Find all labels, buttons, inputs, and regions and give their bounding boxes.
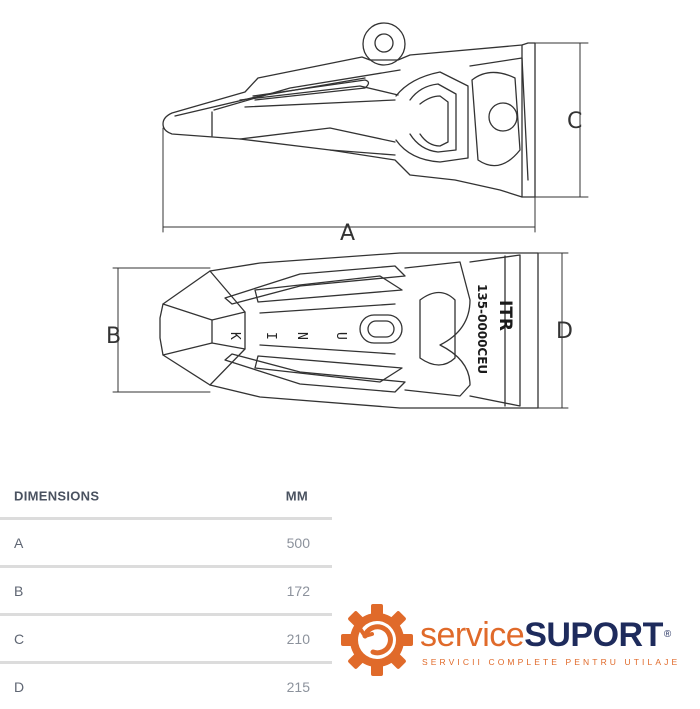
- row-value: 500: [286, 534, 310, 551]
- table-row: A 500: [0, 520, 332, 568]
- cast-letters: U N I K: [227, 332, 348, 340]
- technical-drawing: A B C D ITR 135-0000CEU U N I K: [106, 22, 589, 409]
- registered-mark: ®: [663, 629, 671, 640]
- row-value: 210: [286, 630, 310, 647]
- brand-name-part1: service: [420, 616, 525, 654]
- brand-tagline: SERVICII COMPLETE PENTRU UTILAJE: [422, 657, 681, 667]
- part-number: 135-0000CEU: [475, 284, 489, 374]
- maker-mark: ITR: [495, 300, 515, 331]
- row-value: 172: [286, 582, 310, 599]
- cast-letter: I: [263, 332, 278, 340]
- cast-letter: U: [333, 332, 348, 340]
- table-row: D 215: [0, 664, 332, 709]
- brand-name: serviceSUPORT®: [420, 617, 671, 653]
- header-dimensions: DIMENSIONS: [14, 488, 100, 504]
- dim-label-c: C: [567, 109, 582, 134]
- brand-logo: serviceSUPORT® SERVICII COMPLETE PENTRU …: [340, 603, 690, 693]
- side-view-outline: [162, 22, 589, 233]
- cast-letter: N: [294, 332, 309, 340]
- brand-name-part2: SUPORT: [524, 616, 663, 654]
- row-label: B: [14, 582, 24, 599]
- dimensions-table: DIMENSIONS MM A 500 B 172 C 210 D 215: [0, 475, 332, 709]
- dim-label-a: A: [340, 221, 355, 246]
- dim-label-b: B: [106, 324, 121, 349]
- cast-letter: K: [227, 332, 242, 340]
- row-label: A: [14, 534, 24, 551]
- header-unit: MM: [285, 488, 308, 504]
- table-row: B 172: [0, 568, 332, 616]
- row-value: 215: [286, 678, 310, 695]
- row-label: C: [14, 630, 25, 647]
- gear-icon: [341, 604, 413, 676]
- top-view-outline: [112, 252, 569, 409]
- table-row: C 210: [0, 616, 332, 664]
- row-label: D: [14, 678, 25, 695]
- table-header: DIMENSIONS MM: [0, 475, 332, 520]
- dim-label-d: D: [556, 319, 573, 344]
